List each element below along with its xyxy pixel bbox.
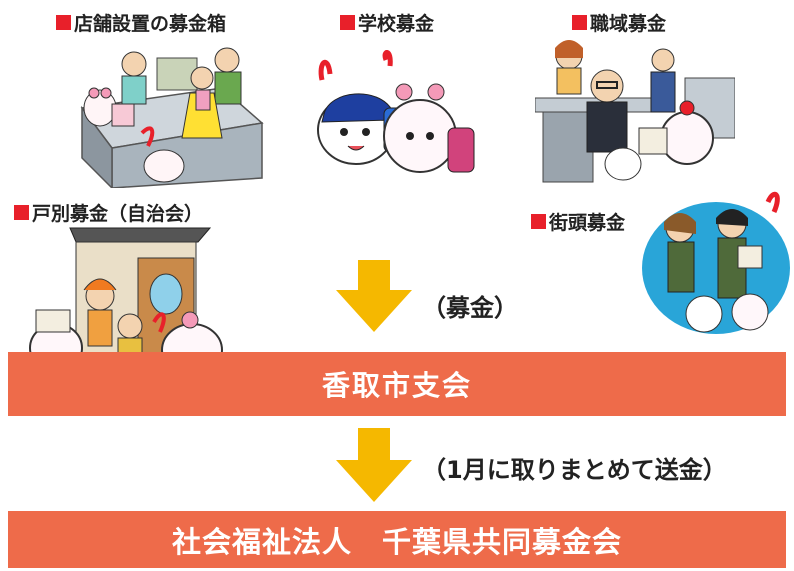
store-donation-illustration — [80, 47, 264, 188]
label-household: 戸別募金（自治会） — [14, 199, 203, 226]
note-donation: （募金） — [422, 294, 518, 322]
chiba-community-chest-band: 社会福祉法人 千葉県共同募金会 — [8, 511, 786, 568]
red-square-marker — [14, 205, 29, 220]
red-square-marker — [340, 15, 355, 30]
label-street-text: 街頭募金 — [549, 212, 626, 234]
red-square-marker — [56, 15, 71, 30]
street-donation-illustration — [642, 191, 790, 334]
katori-branch-band: 香取市支会 — [8, 352, 786, 416]
label-school: 学校募金 — [340, 9, 434, 36]
label-household-text: 戸別募金（自治会） — [32, 203, 204, 225]
katori-branch-label: 香取市支会 — [321, 369, 472, 402]
down-arrow-icon — [336, 428, 412, 502]
note-transfer: （1月に取りまとめて送金） — [422, 456, 727, 484]
label-store-box: 店舗設置の募金箱 — [56, 9, 226, 36]
label-store-box-text: 店舗設置の募金箱 — [74, 13, 227, 35]
red-square-marker — [572, 15, 587, 30]
label-street: 街頭募金 — [531, 208, 625, 235]
red-square-marker — [531, 214, 546, 229]
label-school-text: 学校募金 — [358, 13, 435, 35]
chiba-community-chest-label: 社会福祉法人 千葉県共同募金会 — [171, 524, 622, 559]
label-workplace-text: 職域募金 — [590, 13, 667, 35]
label-workplace: 職域募金 — [572, 9, 666, 36]
school-donation-illustration — [317, 50, 475, 173]
down-arrow-icon — [336, 260, 412, 332]
workplace-donation-illustration — [535, 40, 735, 183]
